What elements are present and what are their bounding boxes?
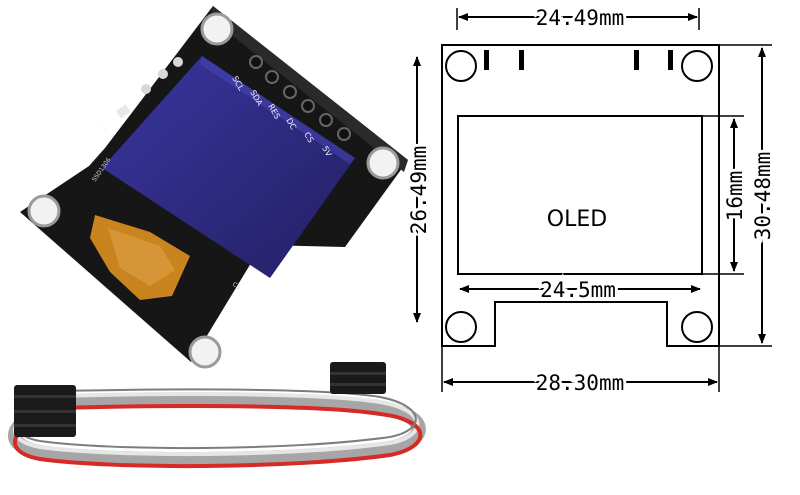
jumper-wire-cable	[8, 388, 426, 469]
header-pin-icon	[249, 55, 351, 141]
dim-right-height: 30.48mm	[751, 152, 775, 241]
oled-module-photo: SCL SDA RES DC CS 5V J SSD1306 CS	[8, 6, 426, 469]
dimension-drawing: OLED 24.49mm 26.49mm 30.48mm 16mm 24.	[404, 3, 778, 398]
dupont-connector-icon	[14, 362, 386, 437]
dim-top-width: 24.49mm	[536, 6, 625, 30]
extension-lines	[441, 8, 772, 392]
pcb-board: SCL SDA RES DC CS 5V J SSD1306 CS	[20, 6, 408, 369]
mounting-hole-icon	[445, 50, 713, 343]
oled-screen	[102, 56, 355, 278]
dim-left-height: 26.49mm	[407, 146, 431, 235]
board-mark: J	[99, 125, 108, 133]
oled-area	[457, 115, 703, 275]
board-mark: CS	[231, 281, 242, 291]
board-outline	[441, 44, 720, 347]
header-pin-icon	[484, 50, 673, 70]
dim-screen-height: 16mm	[723, 171, 747, 222]
mounting-hole-icon	[27, 12, 400, 369]
oled-area-label: OLED	[547, 207, 607, 232]
dim-screen-width: 24.5mm	[540, 278, 616, 302]
dim-bottom-width: 28.30mm	[536, 371, 625, 395]
